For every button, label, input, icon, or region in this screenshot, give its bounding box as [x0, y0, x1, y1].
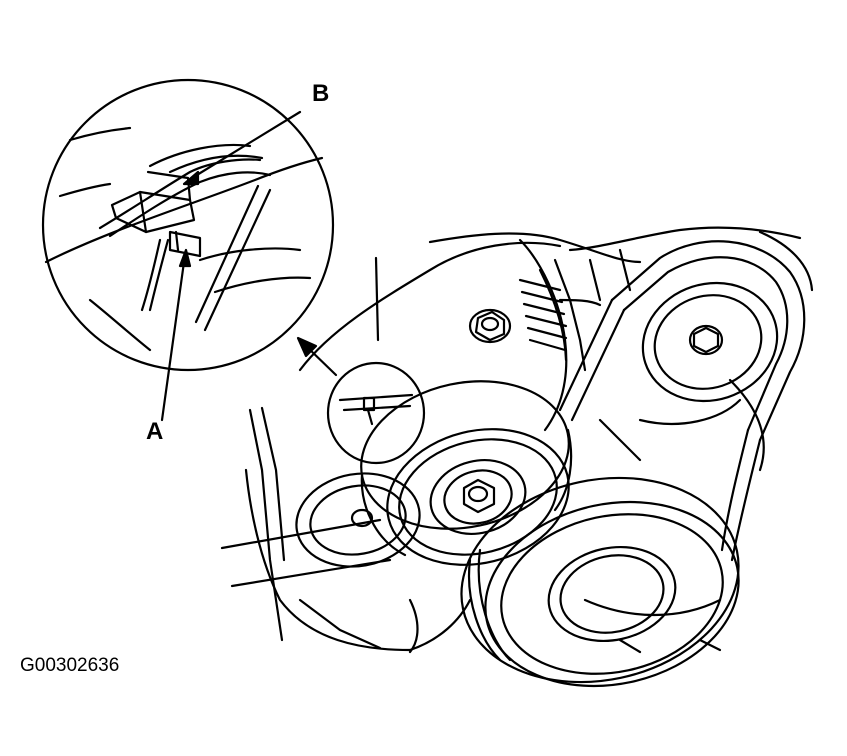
crankshaft-pulley: [442, 453, 757, 709]
engine-block-outline: [246, 228, 812, 652]
leader-b: [184, 112, 300, 184]
magnify-arrow: [298, 338, 336, 375]
tensioner-assembly: [347, 363, 583, 584]
figure-id: G00302636: [20, 655, 120, 676]
callout-b-label: B: [312, 80, 330, 107]
alternator-pulley: [627, 266, 792, 418]
mount-bolt-left: [470, 310, 510, 342]
leader-a: [162, 250, 190, 420]
detail-reference-circle: [328, 363, 424, 463]
callout-a-label: A: [146, 418, 164, 445]
drive-belt: [222, 241, 804, 586]
magnified-detail-view: [43, 80, 333, 370]
idler-pulley: [289, 464, 427, 576]
